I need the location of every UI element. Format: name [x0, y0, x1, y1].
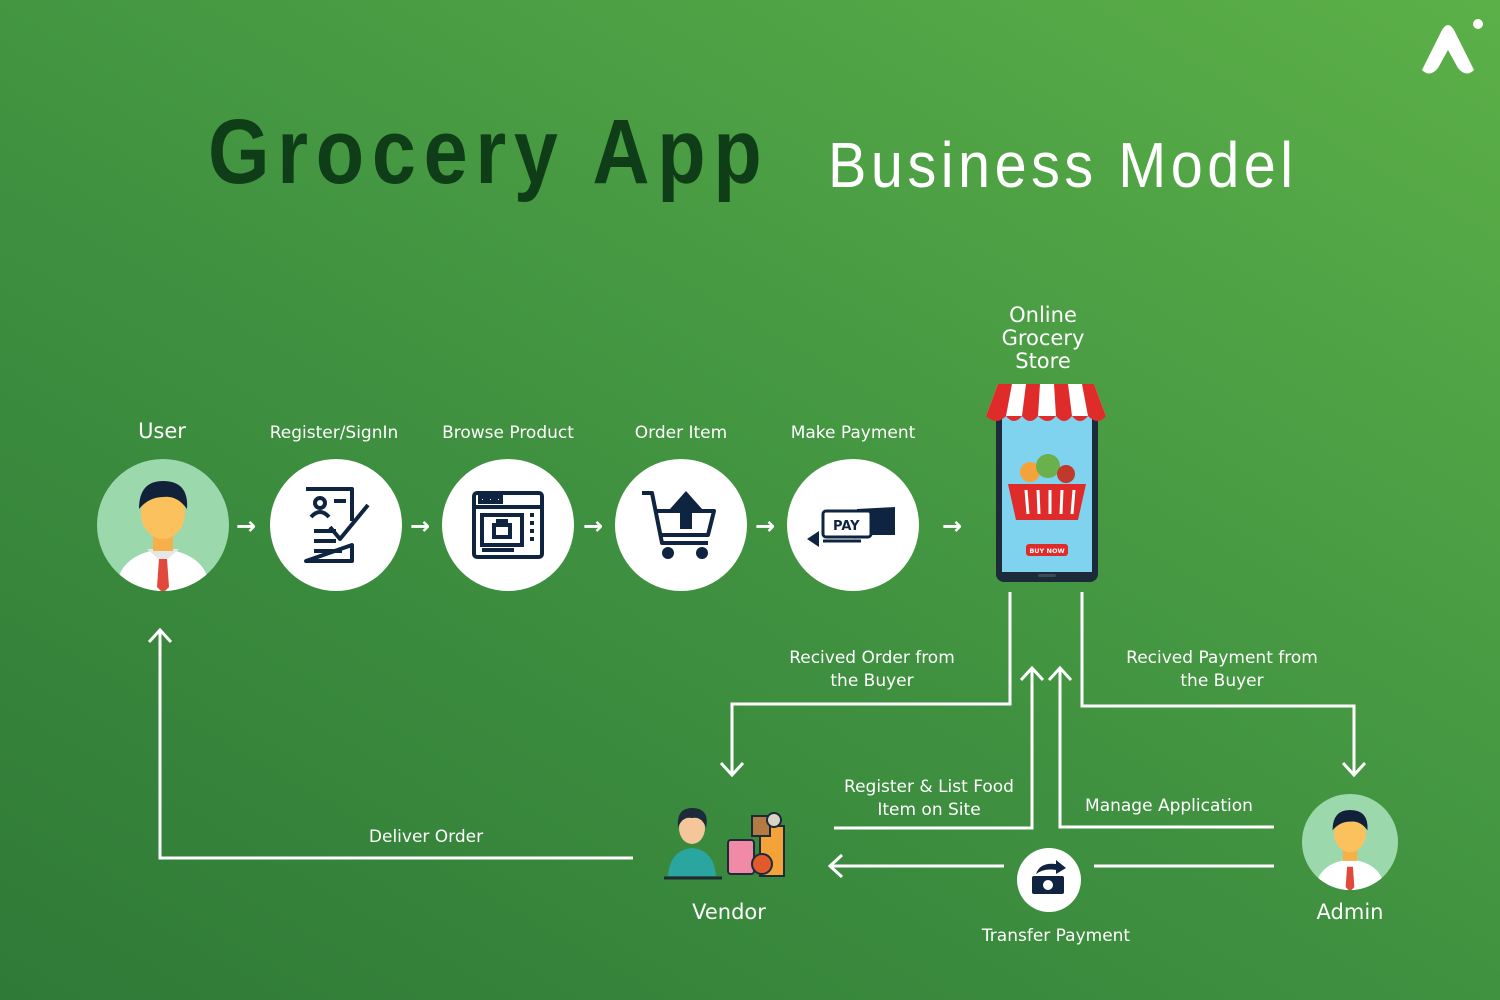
- label-browse: Browse Product: [442, 423, 574, 443]
- order-step: [615, 459, 747, 591]
- store-label-line2: Grocery: [1001, 326, 1085, 350]
- title-primary: Grocery App: [208, 101, 770, 203]
- register-list-line1: Register & List Food: [844, 777, 1014, 797]
- flow-arrow: →: [942, 512, 963, 540]
- received-order-line2: the Buyer: [830, 671, 914, 691]
- brand-logo: [1414, 16, 1486, 80]
- received-order-line1: Recived Order from: [789, 648, 955, 668]
- flow-arrow: →: [410, 512, 431, 540]
- label-register: Register/SignIn: [269, 423, 399, 443]
- registration-form-icon: [304, 487, 370, 563]
- deliver-order-label: Deliver Order: [368, 827, 484, 847]
- store-label: Online Grocery Store: [980, 304, 1106, 373]
- admin-avatar: [1302, 794, 1398, 890]
- register-list-label: Register & List Food Item on Site: [832, 776, 1026, 822]
- register-list-line2: Item on Site: [877, 800, 981, 820]
- received-order-label: Recived Order from the Buyer: [770, 647, 974, 693]
- received-payment-label: Recived Payment from the Buyer: [1110, 647, 1334, 693]
- admin-avatar-icon: [1315, 810, 1385, 890]
- flow-arrow: →: [755, 512, 776, 540]
- label-user: User: [138, 419, 186, 443]
- vendor-icon: [664, 806, 794, 880]
- title-secondary: Business Model: [828, 129, 1298, 201]
- admin-label: Admin: [1316, 900, 1384, 924]
- received-payment-line1: Recived Payment from: [1126, 648, 1318, 668]
- label-payment: Make Payment: [790, 423, 916, 443]
- user-avatar: [97, 459, 229, 591]
- browser-window-icon: [472, 491, 544, 559]
- store-label-line3: Store: [1015, 349, 1071, 373]
- buy-now-label: BUY NOW: [1029, 547, 1064, 555]
- pay-card-icon: PAY: [807, 507, 895, 547]
- transfer-payment-label: Transfer Payment: [981, 926, 1131, 946]
- received-payment-line2: the Buyer: [1180, 671, 1264, 691]
- manage-application-label: Manage Application: [1085, 796, 1253, 816]
- browse-step: [442, 459, 574, 591]
- shopping-cart-icon: [642, 491, 716, 559]
- money-transfer-icon: [1032, 860, 1066, 894]
- vendor-label: Vendor: [692, 900, 766, 924]
- store-label-line1: Online: [1009, 303, 1077, 327]
- flow-arrow: →: [583, 512, 604, 540]
- online-store-phone: BUY NOW: [982, 380, 1110, 586]
- grocery-basket-icon: [1008, 454, 1086, 520]
- user-avatar-icon: [115, 481, 211, 591]
- transfer-payment-badge: [1017, 848, 1081, 912]
- label-order: Order Item: [634, 423, 728, 443]
- payment-step: PAY: [787, 459, 919, 591]
- register-step: [270, 459, 402, 591]
- flow-arrow: →: [236, 512, 257, 540]
- svg-text:PAY: PAY: [833, 519, 860, 534]
